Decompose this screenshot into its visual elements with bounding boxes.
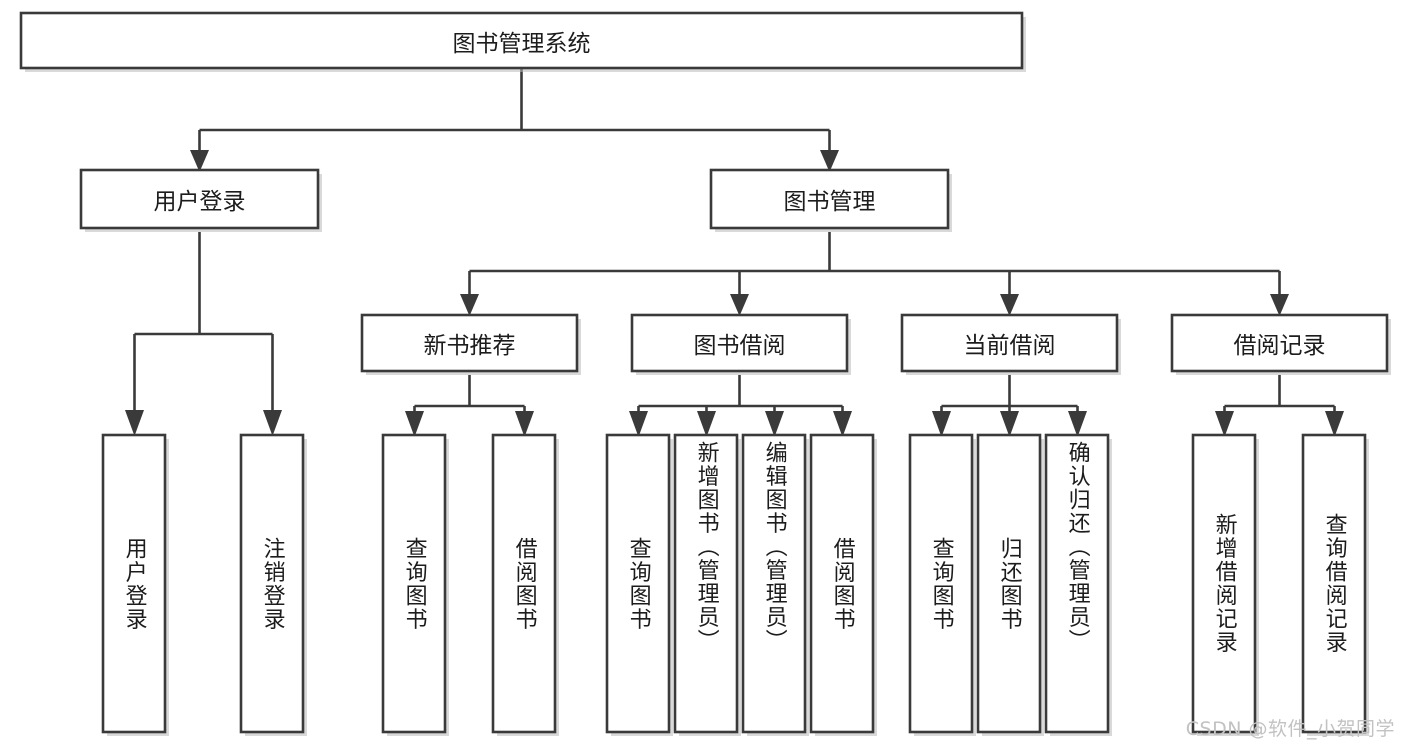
node-box-leaf-query-book-1[interactable] [381,433,447,734]
node-box-leaf-add-book-admin[interactable] [673,433,739,734]
node-box-layer [19,11,1391,736]
arrowhead-layer [125,150,1344,437]
node-box-leaf-user-logout[interactable] [239,433,305,734]
node-box-current-borrow[interactable] [900,313,1119,373]
arrow-borrow-record-leaf-1 [1215,411,1234,437]
arrow-to-user-login [190,150,209,172]
node-box-leaf-edit-book-admin[interactable] [741,433,807,734]
arrow-to-book-manage [820,150,839,172]
arrow-borrow-record-leaf-2 [1325,411,1344,437]
node-box-leaf-confirm-return-admin[interactable] [1044,433,1110,734]
arrow-user-login-child-1 [125,410,144,436]
arrow-new-book-leaf-2 [515,411,534,437]
node-box-new-book-recommend[interactable] [360,313,579,373]
node-box-user-login[interactable] [79,168,320,230]
node-box-leaf-return-book[interactable] [976,433,1042,734]
node-box-leaf-borrow-book-1[interactable] [491,433,557,734]
node-box-leaf-query-book-3[interactable] [908,433,974,734]
arrow-book-borrow-leaf-3 [765,411,784,437]
node-box-leaf-borrow-book-2[interactable] [809,433,875,734]
arrow-book-borrow-leaf-2 [697,411,716,437]
arrow-to-current-borrow [1000,294,1019,316]
arrow-current-borrow-leaf-1 [932,411,951,437]
arrow-book-borrow-leaf-4 [833,411,852,437]
node-box-leaf-query-borrow-record[interactable] [1301,433,1367,734]
arrow-book-borrow-leaf-1 [629,411,648,437]
arrow-new-book-leaf-1 [405,411,424,437]
arrow-to-borrow-record [1270,294,1289,316]
arrow-to-new-book-recommend [460,294,479,316]
csdn-watermark: CSDN @软件_小贺同学 [1185,718,1395,740]
node-box-book-manage[interactable] [709,168,950,230]
arrow-current-borrow-leaf-3 [1068,411,1087,437]
node-box-borrow-record[interactable] [1170,313,1389,373]
arrow-current-borrow-leaf-2 [1000,411,1019,437]
node-box-root[interactable] [19,11,1024,70]
node-box-leaf-query-book-2[interactable] [605,433,671,734]
arrow-user-login-child-2 [263,410,282,436]
node-box-book-borrow[interactable] [630,313,849,373]
node-box-leaf-user-login[interactable] [101,433,167,734]
node-box-leaf-add-borrow-record[interactable] [1191,433,1257,734]
arrow-to-book-borrow [730,294,749,316]
